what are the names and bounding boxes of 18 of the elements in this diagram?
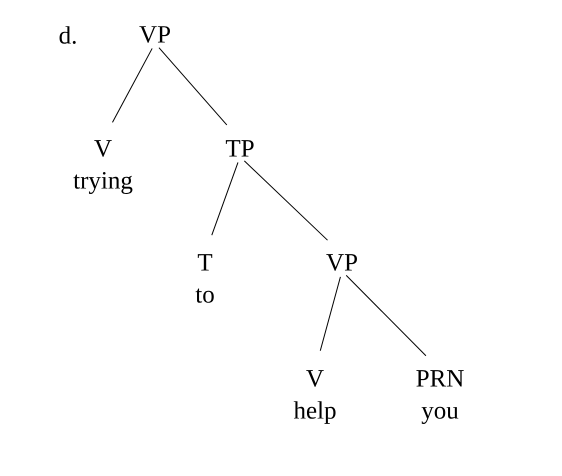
tree-branch [346, 274, 426, 356]
word-label: you [422, 406, 458, 424]
tree-branch [211, 162, 238, 236]
category-label: V [94, 140, 112, 157]
word-label: trying [73, 172, 132, 194]
tree-branch [112, 48, 153, 123]
category-label: VP [326, 254, 357, 271]
category-label: T [198, 254, 212, 271]
category-label: V [306, 370, 324, 387]
example-letter: d. [60, 26, 76, 44]
tree-branch [244, 160, 328, 241]
word-label: to [196, 288, 214, 303]
category-label: VP [139, 26, 170, 43]
category-label: TP [226, 140, 254, 157]
tree-branch [158, 47, 228, 126]
tree-branch [320, 276, 341, 352]
word-label: help [294, 401, 336, 424]
category-label: PRN [416, 370, 464, 387]
